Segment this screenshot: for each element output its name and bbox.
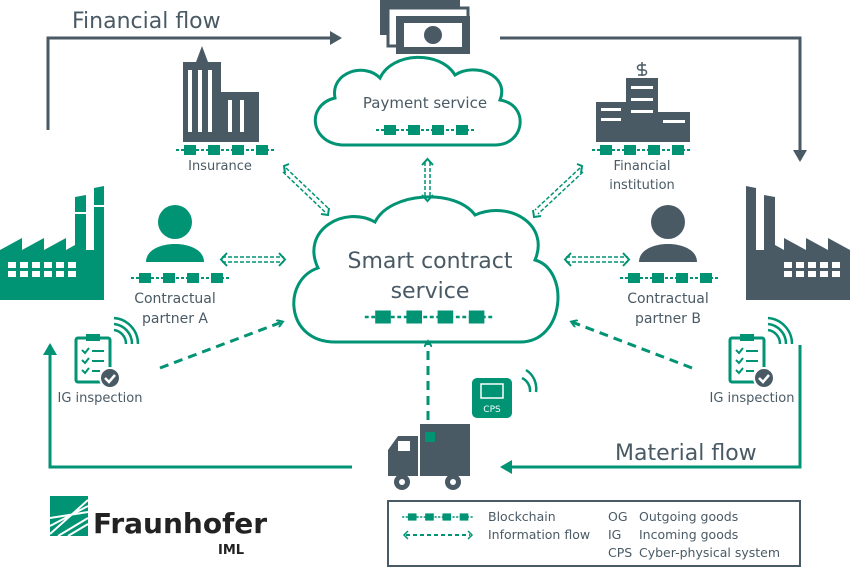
- legend: Blockchain Information flow OG Outgoing …: [387, 500, 801, 567]
- financial-institution-label-2: institution: [609, 178, 675, 193]
- clipboard-check-icon: [74, 316, 140, 390]
- truck-icon: [388, 424, 470, 490]
- cps-chip-icon: [472, 368, 538, 418]
- money-icon: [380, 0, 470, 54]
- material-flow-arrow-left: [43, 343, 352, 469]
- material-flow-label: Material flow: [615, 441, 757, 466]
- cps-label: CPS: [483, 405, 501, 415]
- legend-abbr-og: OG: [608, 509, 628, 524]
- legend-abbr-ig: IG: [608, 527, 621, 542]
- payment-service-cloud: [313, 55, 522, 147]
- partner-a-label-1: Contractual: [134, 291, 216, 307]
- financial-flow-arrow-left: [46, 31, 342, 130]
- payment-service-label: Payment service: [363, 94, 487, 112]
- legend-blockchain: Blockchain: [488, 509, 556, 524]
- legend-information-flow: Information flow: [488, 527, 590, 542]
- blockchain-icon: [591, 144, 693, 156]
- factory-left-icon: [0, 186, 104, 300]
- legend-text-cps: Cyber-physical system: [639, 545, 780, 560]
- smart-contract-cloud: [292, 195, 560, 344]
- partner-a-label-2: partner A: [142, 311, 208, 327]
- info-arrow-ig-right: [572, 322, 693, 370]
- financial-institution-building-icon: [596, 62, 690, 142]
- blockchain-icon: [619, 272, 721, 284]
- financial-flow-label: Financial flow: [72, 9, 221, 34]
- smart-contract-label-2: service: [391, 279, 470, 304]
- financial-flow-arrow-right: [500, 36, 807, 162]
- logo-sub: IML: [218, 543, 244, 558]
- partner-b-label-2: partner B: [635, 311, 701, 327]
- blockchain-icon: [130, 272, 232, 284]
- partner-b-label-1: Contractual: [627, 291, 709, 307]
- factory-right-icon: [746, 186, 850, 300]
- legend-text-og: Outgoing goods: [639, 509, 738, 524]
- material-flow-arrow-right: [500, 345, 802, 474]
- financial-institution-label-1: Financial: [614, 159, 671, 174]
- information-flows: [222, 162, 628, 263]
- information-flow-arrowheads: [219, 157, 631, 267]
- legend-abbr-cps: CPS: [608, 545, 632, 560]
- insurance-label: Insurance: [188, 159, 252, 174]
- person-a-icon: [146, 205, 204, 262]
- person-b-icon: [639, 205, 697, 262]
- insurance-building-icon: [183, 46, 259, 142]
- ig-inspection-left-label: IG inspection: [58, 391, 143, 406]
- logo-name: Fraunhofer: [93, 507, 267, 540]
- legend-text-ig: Incoming goods: [639, 527, 738, 542]
- fraunhofer-logo-icon: [49, 496, 89, 537]
- smart-contract-label-1: Smart contract: [348, 249, 513, 274]
- info-arrow-ig-left: [159, 322, 282, 370]
- clipboard-check-icon: [728, 316, 794, 390]
- ig-inspection-right-label: IG inspection: [710, 391, 795, 406]
- blockchain-icon: [175, 144, 277, 156]
